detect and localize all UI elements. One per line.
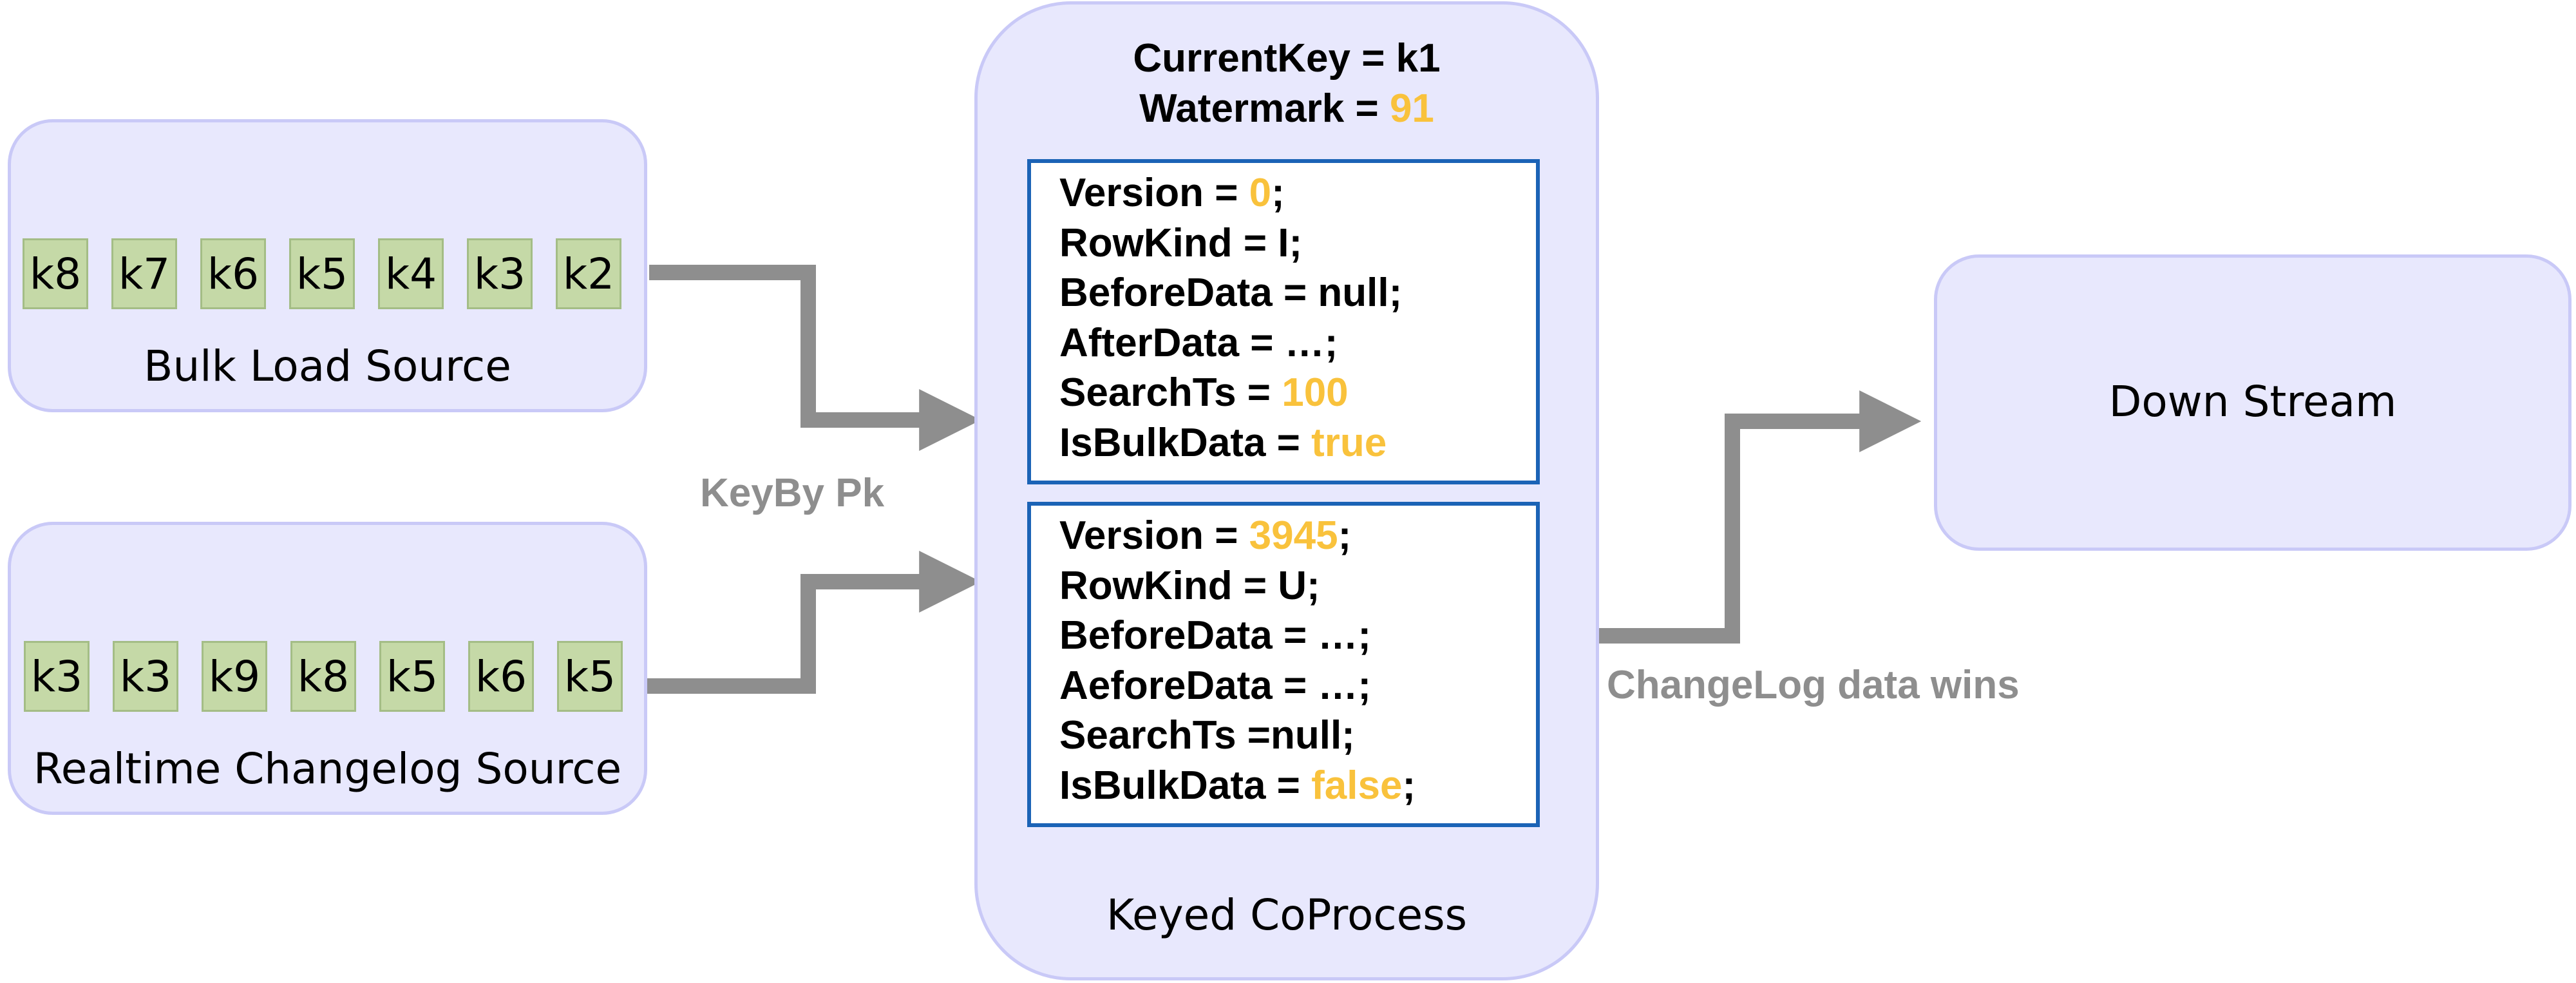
watermark-line: Watermark = 91 — [978, 84, 1596, 134]
bulk-to-coprocess-arrow — [649, 265, 981, 451]
after-data-line: AfterData = …; — [1059, 320, 1338, 365]
keyed-coprocess-box: CurrentKey = k1 Watermark = 91 Version =… — [974, 1, 1599, 980]
isbulk-value: false — [1311, 763, 1403, 808]
key-cell: k3 — [113, 641, 178, 712]
isbulk-value: true — [1311, 420, 1387, 465]
realtime-to-coprocess-arrow — [647, 551, 981, 694]
isbulk-line: IsBulkData = true — [1059, 420, 1387, 465]
key-cell: k6 — [468, 641, 534, 712]
bulk-key-list: k8 k7 k6 k5 k4 k3 k2 — [23, 238, 621, 309]
key-cell: k7 — [111, 238, 177, 309]
key-cell: k5 — [289, 238, 355, 309]
changelog-wins-label: ChangeLog data wins — [1607, 663, 2020, 707]
key-cell: k4 — [378, 238, 444, 309]
version-value: 3945 — [1249, 513, 1338, 558]
bulk-load-source-box: k8 k7 k6 k5 k4 k3 k2 Bulk Load Source — [8, 119, 647, 412]
watermark-label: Watermark = — [1139, 86, 1390, 131]
downstream-label: Down Stream — [2108, 377, 2397, 426]
rowkind-line: RowKind = U; — [1059, 563, 1320, 608]
searchts-line: SearchTs = 100 — [1059, 370, 1349, 415]
version-value: 0 — [1249, 171, 1272, 215]
downstream-box: Down Stream — [1934, 254, 2571, 551]
before-data-line: BeforeData = null; — [1059, 271, 1403, 315]
key-cell: k3 — [24, 641, 90, 712]
isbulk-line: IsBulkData = false; — [1059, 763, 1416, 808]
key-cell: k9 — [202, 641, 267, 712]
watermark-value: 91 — [1389, 86, 1434, 131]
key-cell: k6 — [200, 238, 266, 309]
realtime-source-box: k3 k3 k9 k8 k5 k6 k5 Realtime Changelog … — [8, 522, 647, 815]
coprocess-to-downstream-arrow — [1538, 390, 1922, 644]
keyby-label: KeyBy Pk — [700, 471, 885, 515]
key-cell: k3 — [467, 238, 533, 309]
rowkind-line: RowKind = I; — [1059, 220, 1303, 265]
version-line: Version = 0; — [1059, 171, 1285, 215]
searchts-line: SearchTs =null; — [1059, 713, 1355, 758]
current-key-line: CurrentKey = k1 — [1133, 36, 1441, 81]
searchts-value: 100 — [1282, 370, 1349, 415]
realtime-source-label: Realtime Changelog Source — [33, 744, 622, 794]
coprocess-label: Keyed CoProcess — [1106, 890, 1467, 940]
bulk-record-card: Version = 0; RowKind = I; BeforeData = n… — [1027, 159, 1540, 484]
before-data-line: BeforeData = …; — [1059, 613, 1372, 658]
key-cell: k5 — [557, 641, 623, 712]
realtime-key-list: k3 k3 k9 k8 k5 k6 k5 — [24, 641, 623, 712]
key-cell: k8 — [23, 238, 88, 309]
key-cell: k5 — [379, 641, 445, 712]
changelog-record-card: Version = 3945; RowKind = U; BeforeData … — [1027, 502, 1540, 827]
after-data-line: AeforeData = …; — [1059, 663, 1372, 708]
key-cell: k8 — [290, 641, 356, 712]
key-cell: k2 — [556, 238, 621, 309]
version-line: Version = 3945; — [1059, 513, 1352, 558]
bulk-source-label: Bulk Load Source — [144, 341, 511, 391]
